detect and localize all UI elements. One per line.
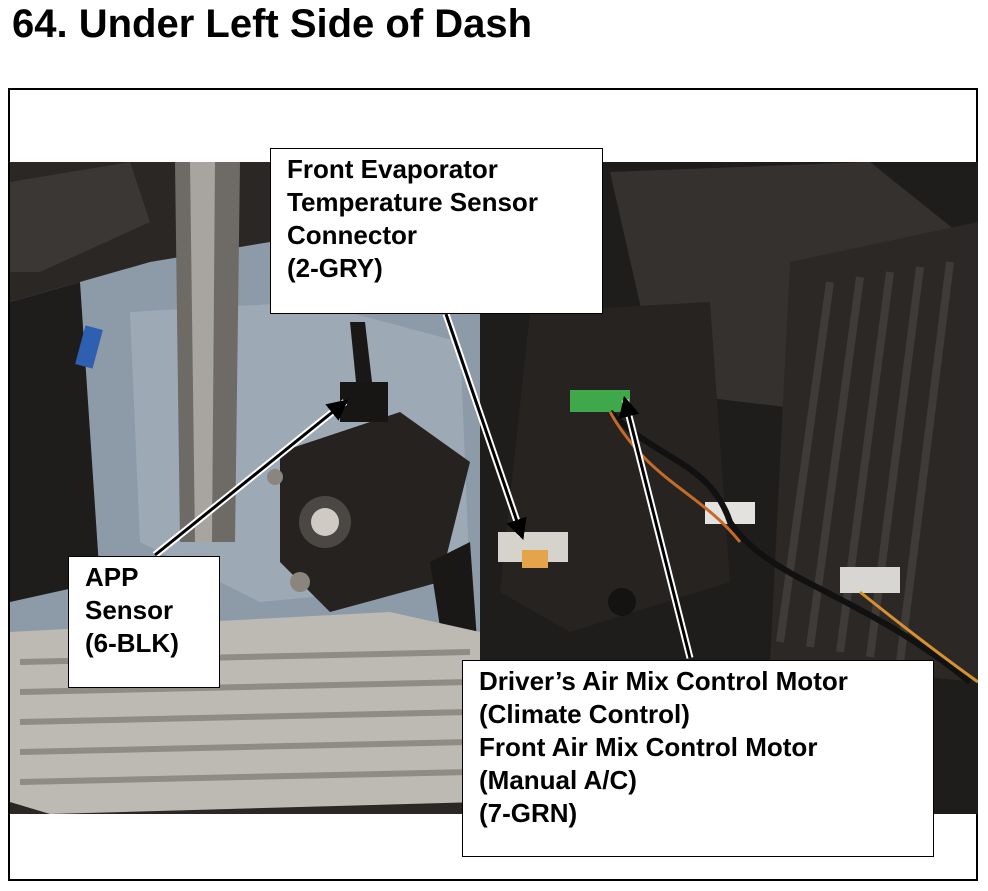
callout-text: Sensor — [85, 595, 174, 625]
callout-text: Front Air Mix Control Motor — [479, 732, 818, 762]
callout-text: (Manual A/C) — [479, 765, 637, 795]
callout-text: APP — [85, 562, 139, 592]
callout-text: Front Evaporator — [287, 154, 498, 184]
callout-text: Driver’s Air Mix Control Motor — [479, 666, 848, 696]
callout-text: (2-GRY) — [287, 253, 383, 283]
callout-text: (Climate Control) — [479, 699, 690, 729]
callout-text: (7-GRN) — [479, 798, 578, 828]
callout-app-sensor: APP Sensor (6-BLK) — [68, 556, 220, 688]
callout-text: Connector — [287, 220, 417, 250]
callout-air-mix-motor: Driver’s Air Mix Control Motor (Climate … — [462, 660, 934, 857]
callout-text: Temperature Sensor — [287, 187, 538, 217]
callout-text: (6-BLK) — [85, 628, 179, 658]
callout-evaporator-sensor: Front Evaporator Temperature Sensor Conn… — [270, 148, 603, 314]
page-title: 64. Under Left Side of Dash — [12, 2, 533, 46]
